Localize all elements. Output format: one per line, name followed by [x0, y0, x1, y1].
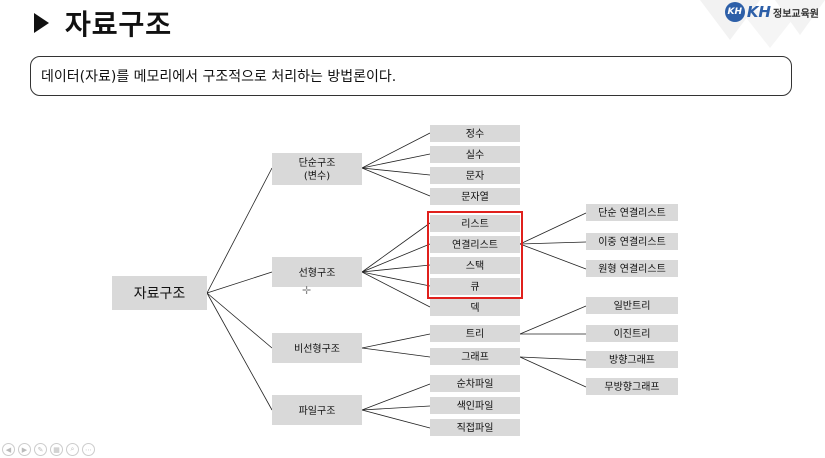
edges-root — [206, 167, 273, 411]
nonlinear-item-graph: 그래프 — [461, 351, 489, 363]
file-item-sequential: 순차파일 — [457, 378, 494, 390]
edges-file — [361, 383, 431, 429]
simple-item-integer: 정수 — [466, 128, 484, 140]
page-title: 자료구조 — [65, 8, 173, 41]
category-file-label: 파일구조 — [299, 405, 336, 417]
file-item-indexed: 색인파일 — [457, 400, 494, 412]
file-item-direct: 직접파일 — [457, 422, 494, 434]
category-nonlinear-label: 비선형구조 — [294, 343, 340, 355]
category-file-node: 파일구조 — [272, 395, 362, 425]
category-linear-label: 선형구조 — [299, 267, 336, 279]
simple-items: 정수 실수 문자 문자열 — [430, 125, 520, 205]
crosshair-cursor-icon: ✛ — [302, 284, 312, 297]
linked-list-types: 단순 연결리스트 이중 연결리스트 원형 연결리스트 — [586, 204, 678, 277]
category-simple-node: 단순구조 (변수) — [272, 153, 362, 185]
tree-types: 일반트리 이진트리 — [586, 297, 678, 342]
slides-icon[interactable]: ▦ — [50, 443, 63, 456]
tree-type-general: 일반트리 — [614, 300, 651, 312]
linear-items: 리스트 연결리스트 스택 큐 덱 — [430, 215, 520, 316]
logo-mark-icon: KH — [724, 2, 745, 22]
linear-item-list: 리스트 — [461, 218, 489, 230]
edges-tree-graph — [519, 305, 587, 388]
edges-nonlinear — [361, 333, 431, 358]
nonlinear-items: 트리 그래프 — [430, 325, 520, 365]
edges-linked-list — [519, 212, 587, 270]
logo-kh-text: KH — [746, 3, 771, 21]
pen-icon[interactable]: ✎ — [34, 443, 47, 456]
category-simple-label: 단순구조 — [299, 157, 336, 169]
kh-logo: KH KH 정보교육원 — [724, 2, 819, 22]
edges-simple — [361, 132, 431, 197]
simple-item-real: 실수 — [466, 149, 484, 161]
linear-item-stack: 스택 — [466, 260, 484, 272]
linked-list-double: 이중 연결리스트 — [598, 236, 666, 248]
definition-text: 데이터(자료)를 메모리에서 구조적으로 처리하는 방법론이다. — [41, 69, 397, 85]
zoom-icon[interactable]: ⌕ — [66, 443, 79, 456]
linked-list-simple: 단순 연결리스트 — [598, 207, 666, 219]
logo-org-name: 정보교육원 — [773, 8, 819, 20]
file-items: 순차파일 색인파일 직접파일 — [430, 375, 520, 436]
simple-item-string: 문자열 — [461, 191, 489, 203]
highlight-box — [427, 211, 523, 299]
more-icon[interactable]: ⋯ — [82, 443, 95, 456]
category-simple-sublabel: (변수) — [304, 170, 330, 182]
linear-item-linked-list: 연결리스트 — [452, 239, 498, 251]
simple-item-char: 문자 — [466, 170, 484, 182]
slide-title: 자료구조 — [34, 6, 173, 41]
graph-type-undirected: 무방향그래프 — [604, 381, 659, 393]
edges-linear — [361, 222, 431, 308]
presentation-toolbar[interactable]: ◀ ▶ ✎ ▦ ⌕ ⋯ — [2, 443, 95, 456]
graph-type-directed: 방향그래프 — [609, 354, 655, 366]
linear-item-deque: 덱 — [470, 302, 479, 314]
category-linear-node: 선형구조 — [272, 257, 362, 287]
category-nonlinear-node: 비선형구조 — [272, 333, 362, 363]
linear-item-queue: 큐 — [470, 282, 479, 293]
root-node: 자료구조 — [112, 276, 207, 310]
linked-list-circular: 원형 연결리스트 — [598, 263, 666, 275]
nonlinear-item-tree: 트리 — [466, 328, 484, 340]
definition-box: 데이터(자료)를 메모리에서 구조적으로 처리하는 방법론이다. — [30, 56, 792, 96]
play-icon[interactable]: ▶ — [18, 443, 31, 456]
tree-type-binary: 이진트리 — [614, 328, 651, 340]
graph-types: 방향그래프 무방향그래프 — [586, 351, 678, 395]
title-bullet-icon — [34, 13, 49, 33]
root-label: 자료구조 — [134, 286, 186, 302]
prev-slide-icon[interactable]: ◀ — [2, 443, 15, 456]
